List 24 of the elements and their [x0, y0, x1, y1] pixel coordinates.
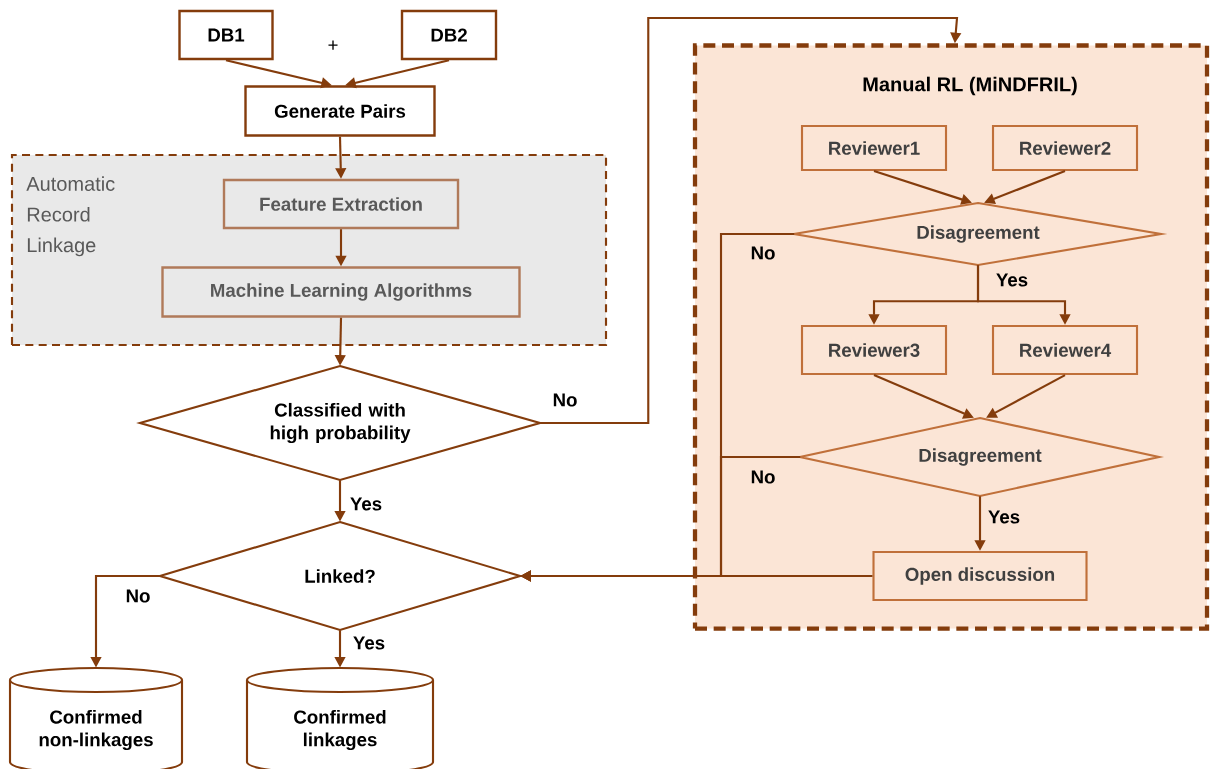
edge-label: No [553, 393, 577, 407]
process-box: Reviewer4 [991, 324, 1139, 376]
edge-label: No [751, 470, 775, 484]
plus-sign: + [328, 40, 338, 50]
edge-label: No [751, 246, 775, 260]
node-label: Confirmed non-linkages [39, 709, 153, 751]
edge-label: Yes [996, 273, 1028, 287]
database-cylinder: Confirmed linkages [245, 666, 435, 769]
process-box: Feature Extraction [222, 178, 460, 230]
process-box: Reviewer3 [800, 324, 948, 376]
edge-label: Yes [988, 510, 1020, 524]
edge-label: Yes [350, 497, 382, 511]
process-box: Reviewer2 [991, 124, 1139, 172]
edge-label: No [126, 589, 150, 603]
database-cylinder: Confirmed non-linkages [8, 666, 184, 769]
process-box: Open discussion [872, 550, 1088, 602]
process-box: DB2 [400, 9, 498, 61]
node-label: Confirmed linkages [294, 709, 386, 751]
arrow [540, 16, 962, 425]
edge-label: Yes [353, 636, 385, 650]
process-box: Machine Learning Algorithms [161, 266, 521, 318]
process-box: Reviewer1 [800, 124, 948, 172]
process-box: DB1 [178, 9, 274, 61]
process-box: Generate Pairs [244, 85, 436, 137]
